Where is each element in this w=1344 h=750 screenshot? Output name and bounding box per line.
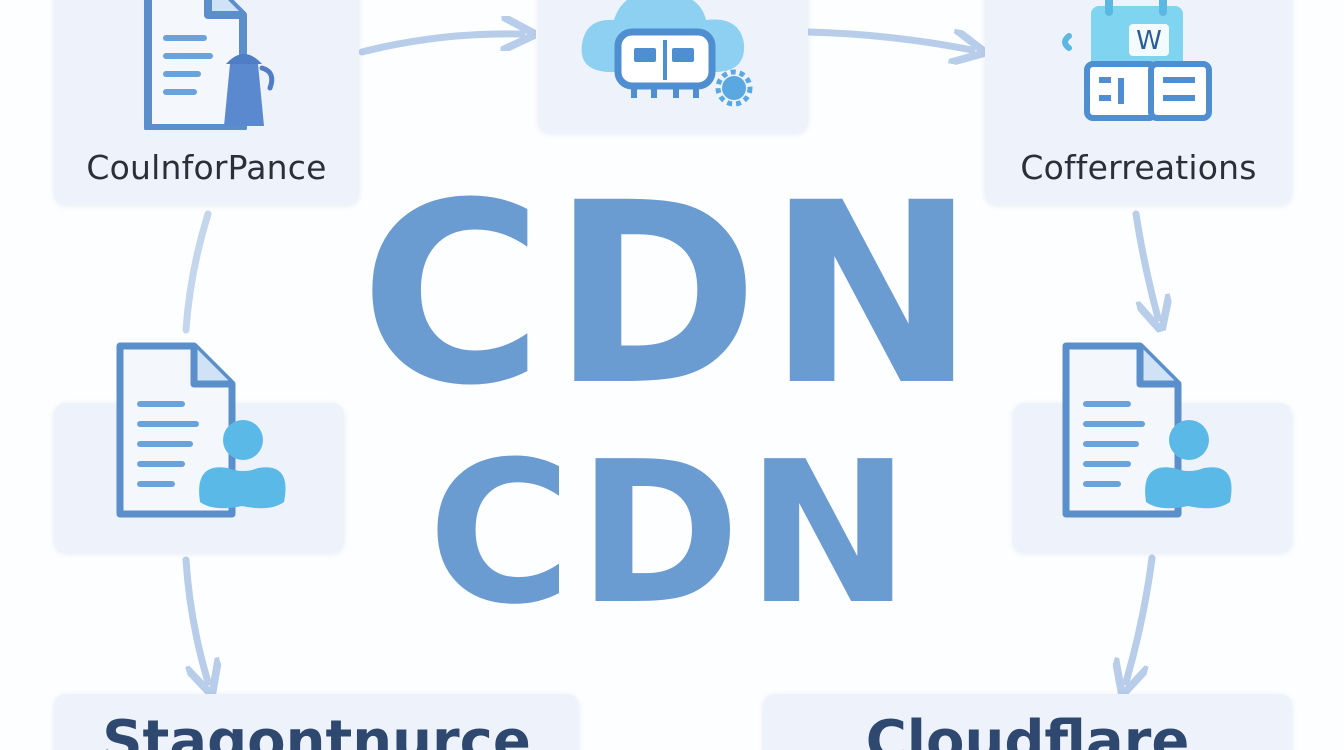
plugin-w-icon: W <box>1062 0 1212 121</box>
svg-text:W: W <box>1136 26 1162 56</box>
arrow-top-left-to-center <box>358 34 522 56</box>
arrow-top-center-to-right <box>804 28 972 50</box>
card-bottom-left-label: Stagontnurce <box>102 709 531 750</box>
arrow-left-down <box>182 556 208 682</box>
center-title-line2: CDN <box>427 420 917 648</box>
card-top-left-label: CoulnforPance <box>86 148 327 187</box>
cloud-server-icon <box>581 0 753 107</box>
arrow-right-down-1 <box>1132 210 1158 318</box>
card-top-right-label: Cofferreations <box>1020 148 1257 187</box>
center-title-line1: CDN <box>359 149 985 440</box>
document-bucket-icon <box>144 0 275 130</box>
card-top-right: W Cofferreations <box>985 0 1292 205</box>
card-top-left: CoulnforPance <box>54 0 359 205</box>
arrow-right-down-2 <box>1126 554 1156 682</box>
card-bottom-left: Stagontnurce <box>54 694 579 750</box>
card-bottom-right: Cloudflare <box>763 694 1292 750</box>
document-user-icon <box>1062 342 1232 518</box>
card-bottom-right-label: Cloudflare <box>865 709 1190 750</box>
card-top-center <box>538 0 808 133</box>
line-left-up <box>182 210 212 334</box>
document-user-icon <box>116 342 286 518</box>
